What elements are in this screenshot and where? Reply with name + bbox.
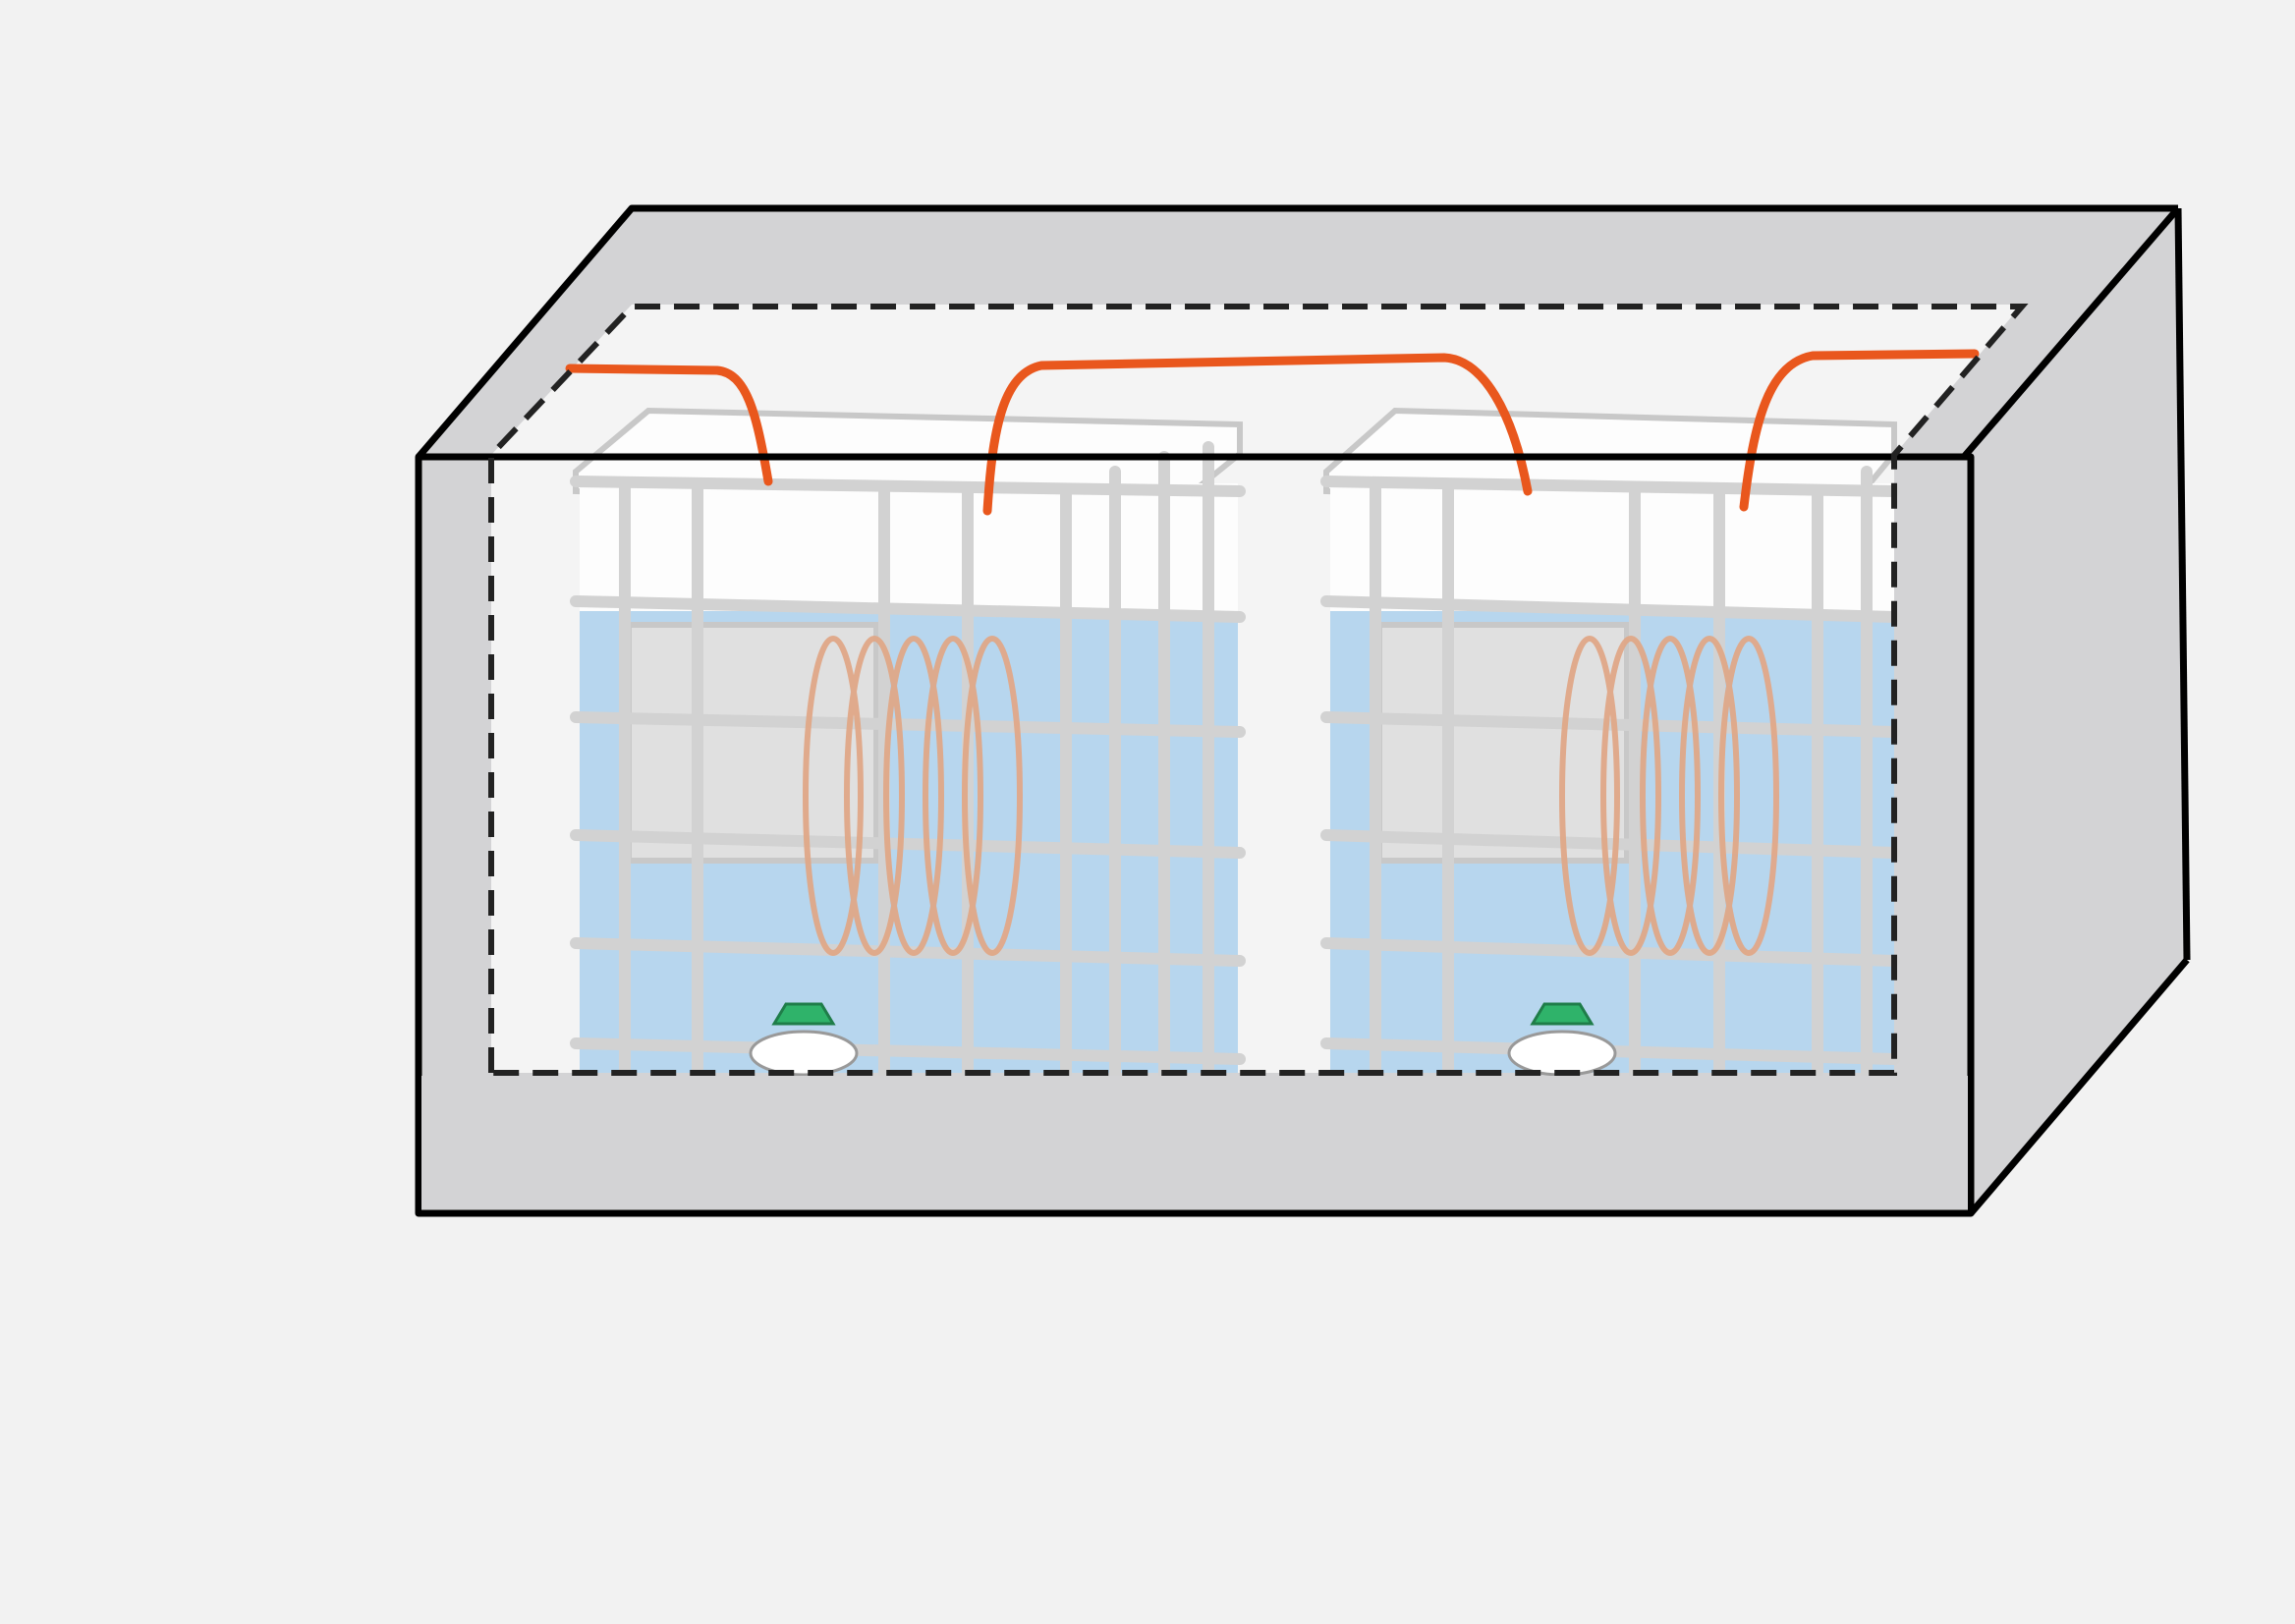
heating-coil — [803, 636, 1023, 956]
ibc-tank-right — [1320, 407, 1900, 1079]
enclosure-front-wall-bottom — [421, 1076, 1968, 1210]
enclosure-right-face — [1964, 208, 2187, 1213]
dashed-boundary — [488, 304, 2029, 1076]
tank-label-plate — [1376, 622, 1630, 864]
heating-coil — [1559, 636, 1779, 956]
ibc-tank-left — [570, 407, 1246, 1079]
tank-label-plate — [626, 622, 879, 864]
valve-icon — [1507, 1002, 1617, 1077]
valve-icon — [749, 1002, 859, 1077]
